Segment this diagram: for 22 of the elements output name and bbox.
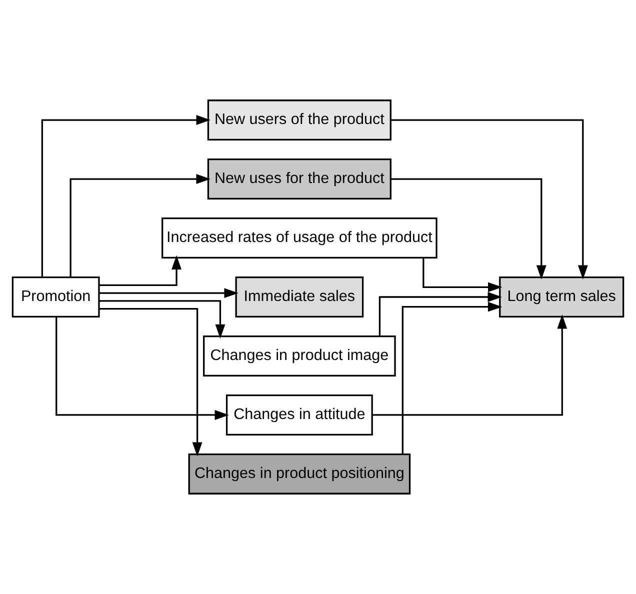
node-box: Promotion bbox=[12, 276, 100, 318]
arrow bbox=[99, 255, 182, 286]
node-box: Changes in product positioning bbox=[188, 453, 411, 494]
arrow bbox=[422, 258, 502, 292]
node-box: New uses for the product bbox=[207, 158, 392, 200]
arrow bbox=[402, 302, 502, 454]
node-box: Immediate sales bbox=[235, 276, 364, 318]
arrow bbox=[378, 292, 502, 336]
node-box: Changes in product image bbox=[203, 336, 396, 376]
node-box: Changes in attitude bbox=[226, 394, 373, 436]
node-box: New users of the product bbox=[207, 100, 392, 141]
arrow bbox=[56, 317, 229, 420]
arrow bbox=[41, 115, 210, 278]
arrow bbox=[390, 178, 546, 280]
arrow bbox=[70, 174, 210, 277]
node-box: Increased rates of usage of the product bbox=[162, 218, 438, 258]
arrow bbox=[390, 119, 588, 280]
arrow bbox=[372, 314, 568, 416]
arrow bbox=[99, 288, 238, 298]
arrow bbox=[99, 308, 202, 457]
arrow bbox=[99, 300, 226, 339]
node-box: Long term sales bbox=[499, 276, 624, 318]
